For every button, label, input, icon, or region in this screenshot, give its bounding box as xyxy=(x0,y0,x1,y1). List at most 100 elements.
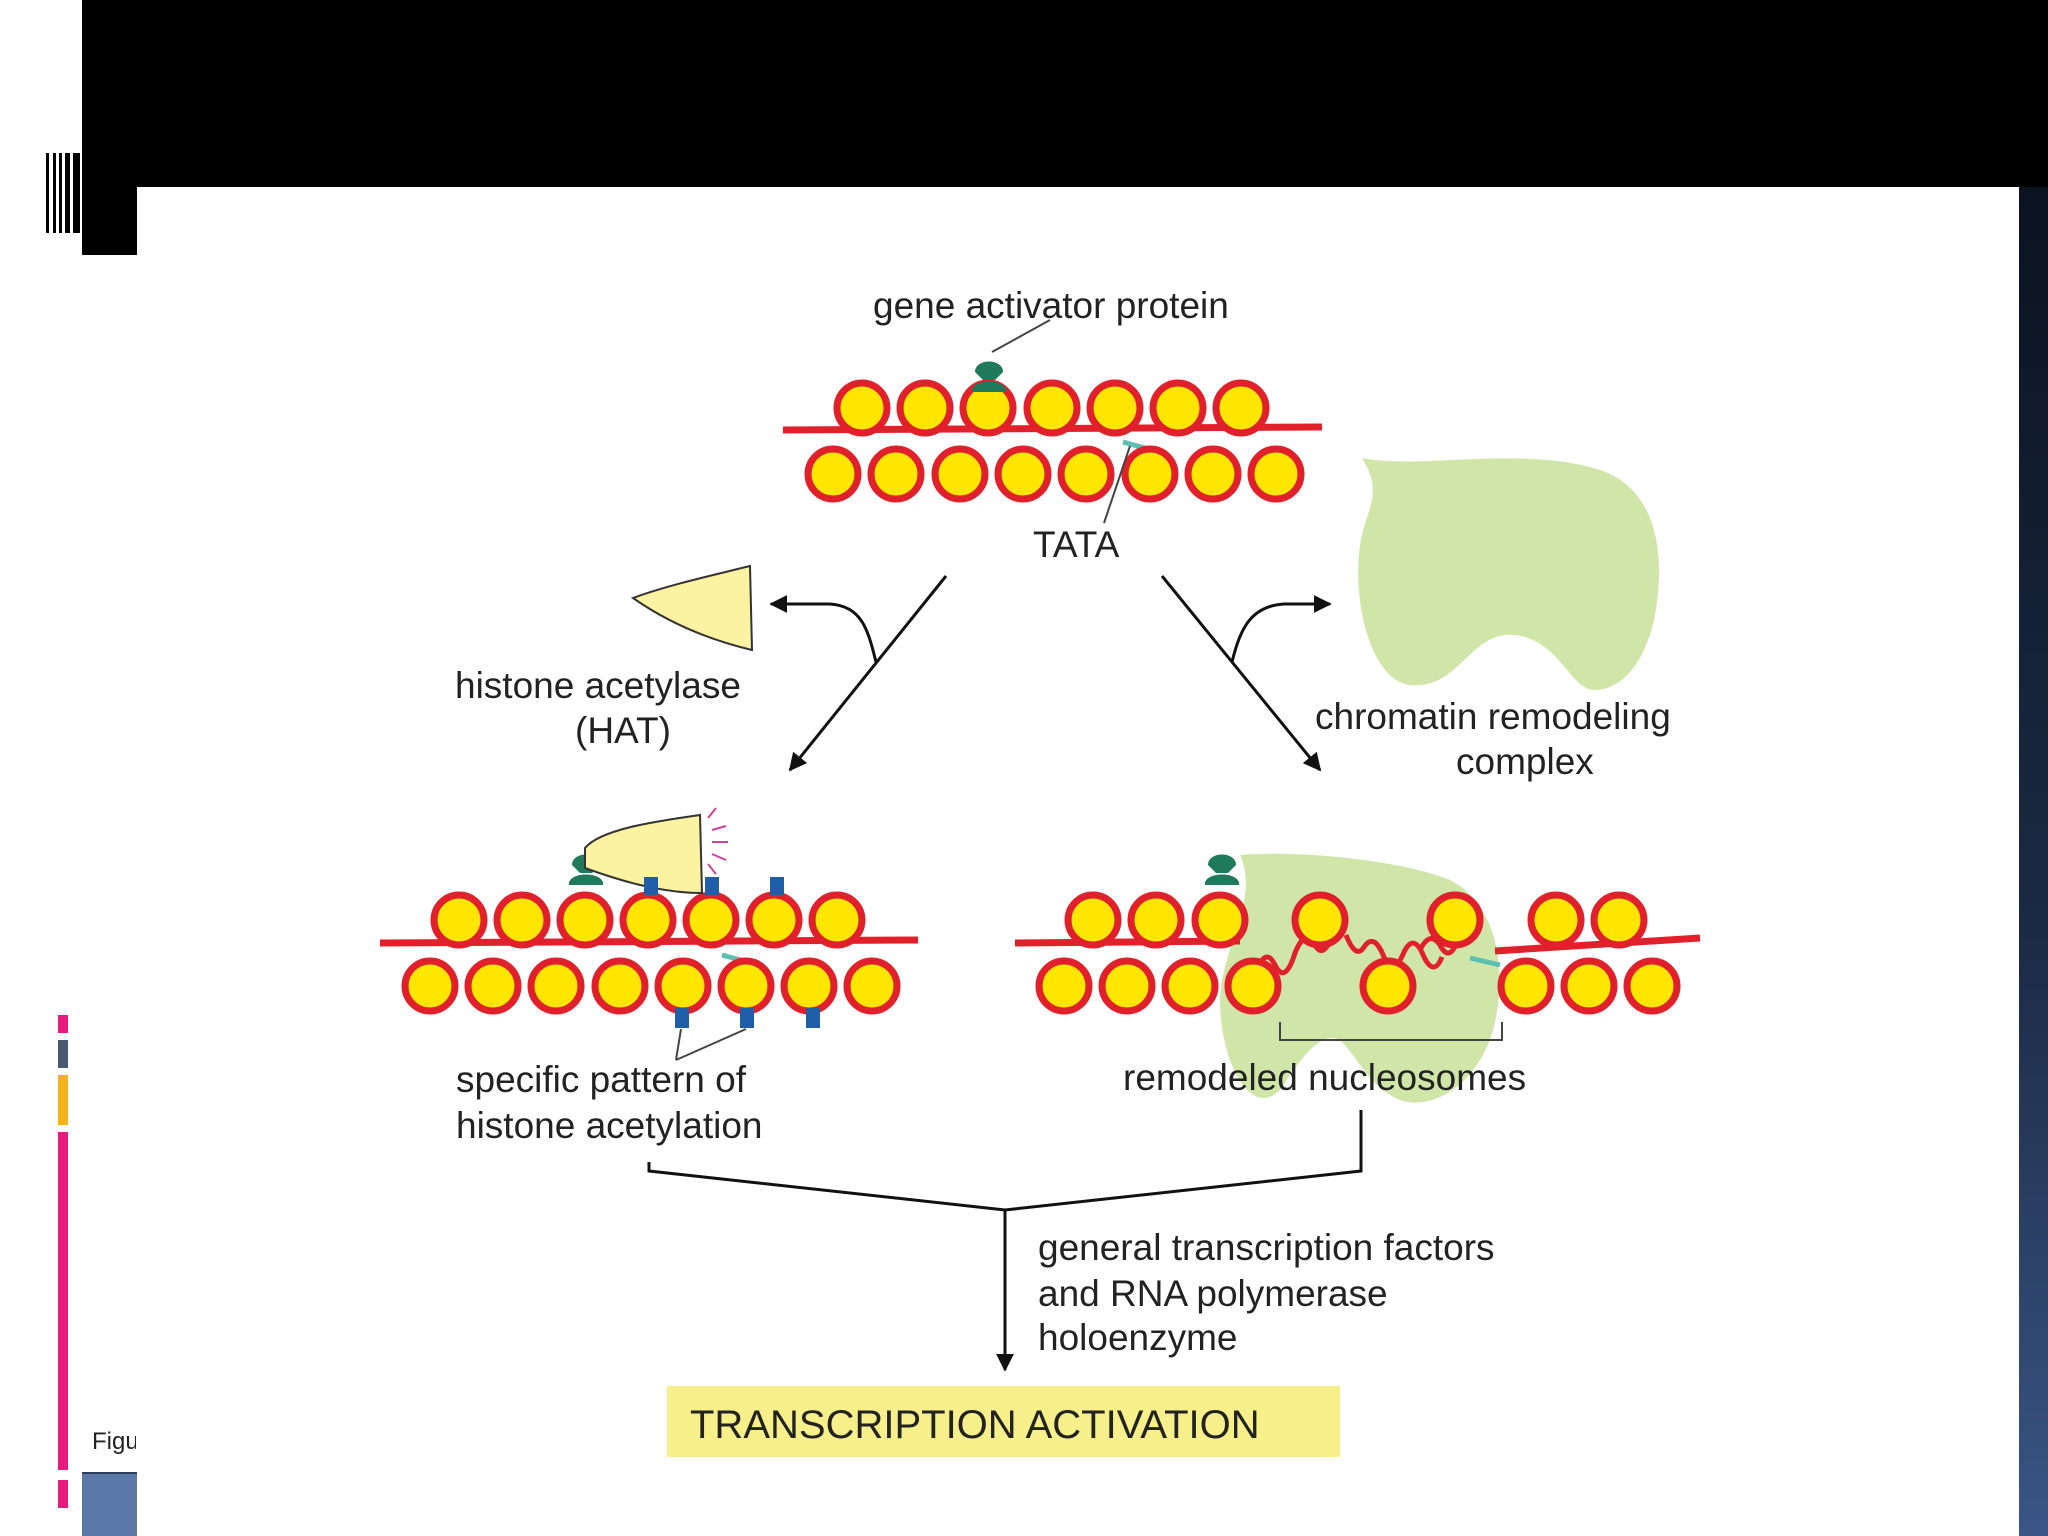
tata-leader xyxy=(1103,445,1131,524)
nucleosome xyxy=(1212,379,1270,437)
pathway-arrows xyxy=(647,575,1363,1372)
factors-label-3: holoenzyme xyxy=(1038,1317,1238,1358)
nucleosome xyxy=(1086,379,1144,437)
right-arrow xyxy=(1160,575,1322,772)
hat-abbrev-label: (HAT) xyxy=(575,710,671,751)
nucleosome xyxy=(591,957,649,1015)
transcription-activation-label: TRANSCRIPTION ACTIVATION xyxy=(690,1403,1260,1447)
hat-label: histone acetylase xyxy=(455,665,741,706)
header-stripe xyxy=(73,153,80,233)
nucleosome xyxy=(1023,379,1081,437)
figure-caption: Figu xyxy=(92,1428,136,1455)
nucleosome xyxy=(1247,445,1305,503)
nucleosome xyxy=(931,445,989,503)
nucleosome xyxy=(833,379,891,437)
acetylation-label-2: histone acetylation xyxy=(456,1105,762,1146)
remodeled-bracket xyxy=(1279,1022,1503,1041)
hat-enzyme xyxy=(630,564,754,652)
nucleosome xyxy=(780,957,838,1015)
nucleosome xyxy=(1127,891,1185,949)
nucleosome xyxy=(1224,957,1282,1015)
accent-segment-slate xyxy=(58,1040,68,1068)
nucleosome xyxy=(1590,891,1648,949)
nucleosome xyxy=(401,957,459,1015)
acetylation-leader xyxy=(675,1028,682,1061)
accent-segment-pink xyxy=(58,1015,68,1033)
nucleosome xyxy=(1623,957,1681,1015)
factors-label-2: and RNA polymerase xyxy=(1038,1273,1388,1314)
nucleosome xyxy=(1035,957,1093,1015)
header-bar xyxy=(82,0,2048,187)
bottom-left-block xyxy=(82,1474,137,1536)
nucleosome xyxy=(745,891,803,949)
activator-label: gene activator protein xyxy=(873,285,1229,326)
hat-join-arrow xyxy=(769,595,878,663)
header-left-block xyxy=(82,187,137,255)
nucleosome xyxy=(1426,891,1484,949)
header-stripe xyxy=(46,153,49,233)
transcription-activation-box xyxy=(667,1386,1340,1457)
nucleosome xyxy=(1191,891,1249,949)
tata-label: TATA xyxy=(1033,524,1120,565)
nucleosome xyxy=(1560,957,1618,1015)
nucleosome xyxy=(1527,891,1585,949)
leader-lines xyxy=(675,319,1503,1061)
nucleosome xyxy=(1149,379,1207,437)
nucleosome xyxy=(1057,445,1115,503)
nucleosome xyxy=(682,891,740,949)
factors-label: general transcription factors xyxy=(1038,1227,1495,1268)
tata-segment xyxy=(1469,955,1501,968)
activity-burst-icon xyxy=(707,807,728,875)
acetylation-label: specific pattern of xyxy=(456,1059,747,1100)
nucleosome xyxy=(654,957,712,1015)
acetyl-marks xyxy=(644,877,820,1028)
nucleosome xyxy=(556,891,614,949)
remodeling-label: chromatin remodeling xyxy=(1315,696,1671,737)
nucleosome xyxy=(808,891,866,949)
nucleosome xyxy=(1064,891,1122,949)
acetyl-mark xyxy=(806,1008,820,1028)
nucleosome xyxy=(896,379,954,437)
accent-segment-pink xyxy=(58,1480,68,1508)
nucleosome xyxy=(1291,891,1349,949)
accent-segment-orange xyxy=(58,1075,68,1125)
header-stripe xyxy=(53,153,56,233)
remodeling-complex-shape xyxy=(1358,458,1660,690)
acetyl-mark xyxy=(740,1008,754,1028)
nucleosome xyxy=(430,891,488,949)
nucleosome xyxy=(717,957,775,1015)
acetyl-mark xyxy=(675,1008,689,1028)
nucleosome xyxy=(994,445,1052,503)
remodel-join-arrow xyxy=(1230,595,1332,663)
acetyl-mark xyxy=(705,877,719,895)
nucleosome-group xyxy=(401,379,1681,1015)
activator-leader xyxy=(991,319,1051,353)
right-edge-gradient xyxy=(2019,187,2048,1536)
acetyl-mark xyxy=(770,877,784,895)
nucleosome xyxy=(1161,957,1219,1015)
remodeling-complex-label: complex xyxy=(1456,741,1594,782)
left-arrow xyxy=(788,575,948,772)
nucleosome xyxy=(843,957,901,1015)
nucleosome xyxy=(867,445,925,503)
nucleosome xyxy=(464,957,522,1015)
header-stripe xyxy=(59,153,62,233)
nucleosome xyxy=(493,891,551,949)
header-stripe xyxy=(65,153,70,233)
nucleosome xyxy=(527,957,585,1015)
nucleosome xyxy=(1359,957,1417,1015)
remodeled-nucleosomes-label: remodeled nucleosomes xyxy=(1123,1057,1526,1098)
nucleosome xyxy=(1121,445,1179,503)
activator-protein-icon xyxy=(1204,854,1240,885)
bound-hat-enzyme xyxy=(584,813,704,895)
activator-protein-icon xyxy=(971,361,1007,392)
nucleosome xyxy=(1098,957,1156,1015)
dna-strand xyxy=(1494,934,1701,955)
nucleosome xyxy=(1497,957,1555,1015)
nucleosome xyxy=(1184,445,1242,503)
nucleosome xyxy=(619,891,677,949)
acetyl-mark xyxy=(644,877,658,895)
acetylation-leader xyxy=(675,1028,747,1061)
